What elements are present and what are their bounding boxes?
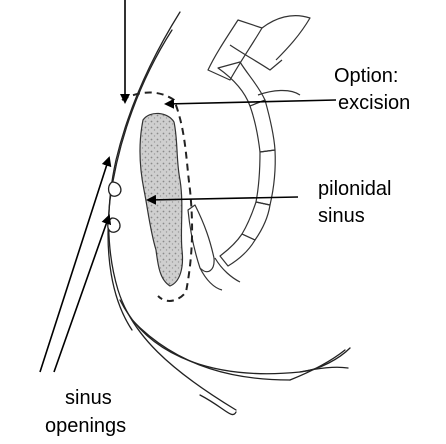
sacral-segments xyxy=(188,16,310,290)
coccyx-tip xyxy=(215,258,240,282)
pointer-arrows xyxy=(40,0,336,372)
segment-3 xyxy=(218,62,265,106)
arrow-sinus-opening-upper xyxy=(40,158,109,372)
segment-8 xyxy=(242,202,270,240)
label-sinus-openings-line1: sinus xyxy=(65,386,112,410)
anatomy-outline xyxy=(108,12,350,415)
arrow-excision xyxy=(166,100,336,104)
label-pilonidal: pilonidal xyxy=(318,177,391,201)
label-option: Option: xyxy=(334,64,398,88)
right-tail-2 xyxy=(300,367,348,372)
segment-9 xyxy=(220,234,255,266)
label-excision: excision xyxy=(338,91,410,115)
opening-upper xyxy=(109,182,121,196)
segment-5 xyxy=(250,100,275,152)
opening-lower xyxy=(108,218,120,232)
lower-curve xyxy=(120,300,350,374)
segment-6 xyxy=(258,90,300,95)
right-tail xyxy=(290,350,345,380)
arrow-sinus-opening-lower xyxy=(54,216,109,372)
label-sinus: sinus xyxy=(318,204,365,228)
segment-1 xyxy=(208,20,262,80)
segment-2 xyxy=(262,16,310,60)
label-sinus-openings-line2: openings xyxy=(45,414,126,438)
lower-tail xyxy=(200,395,236,415)
